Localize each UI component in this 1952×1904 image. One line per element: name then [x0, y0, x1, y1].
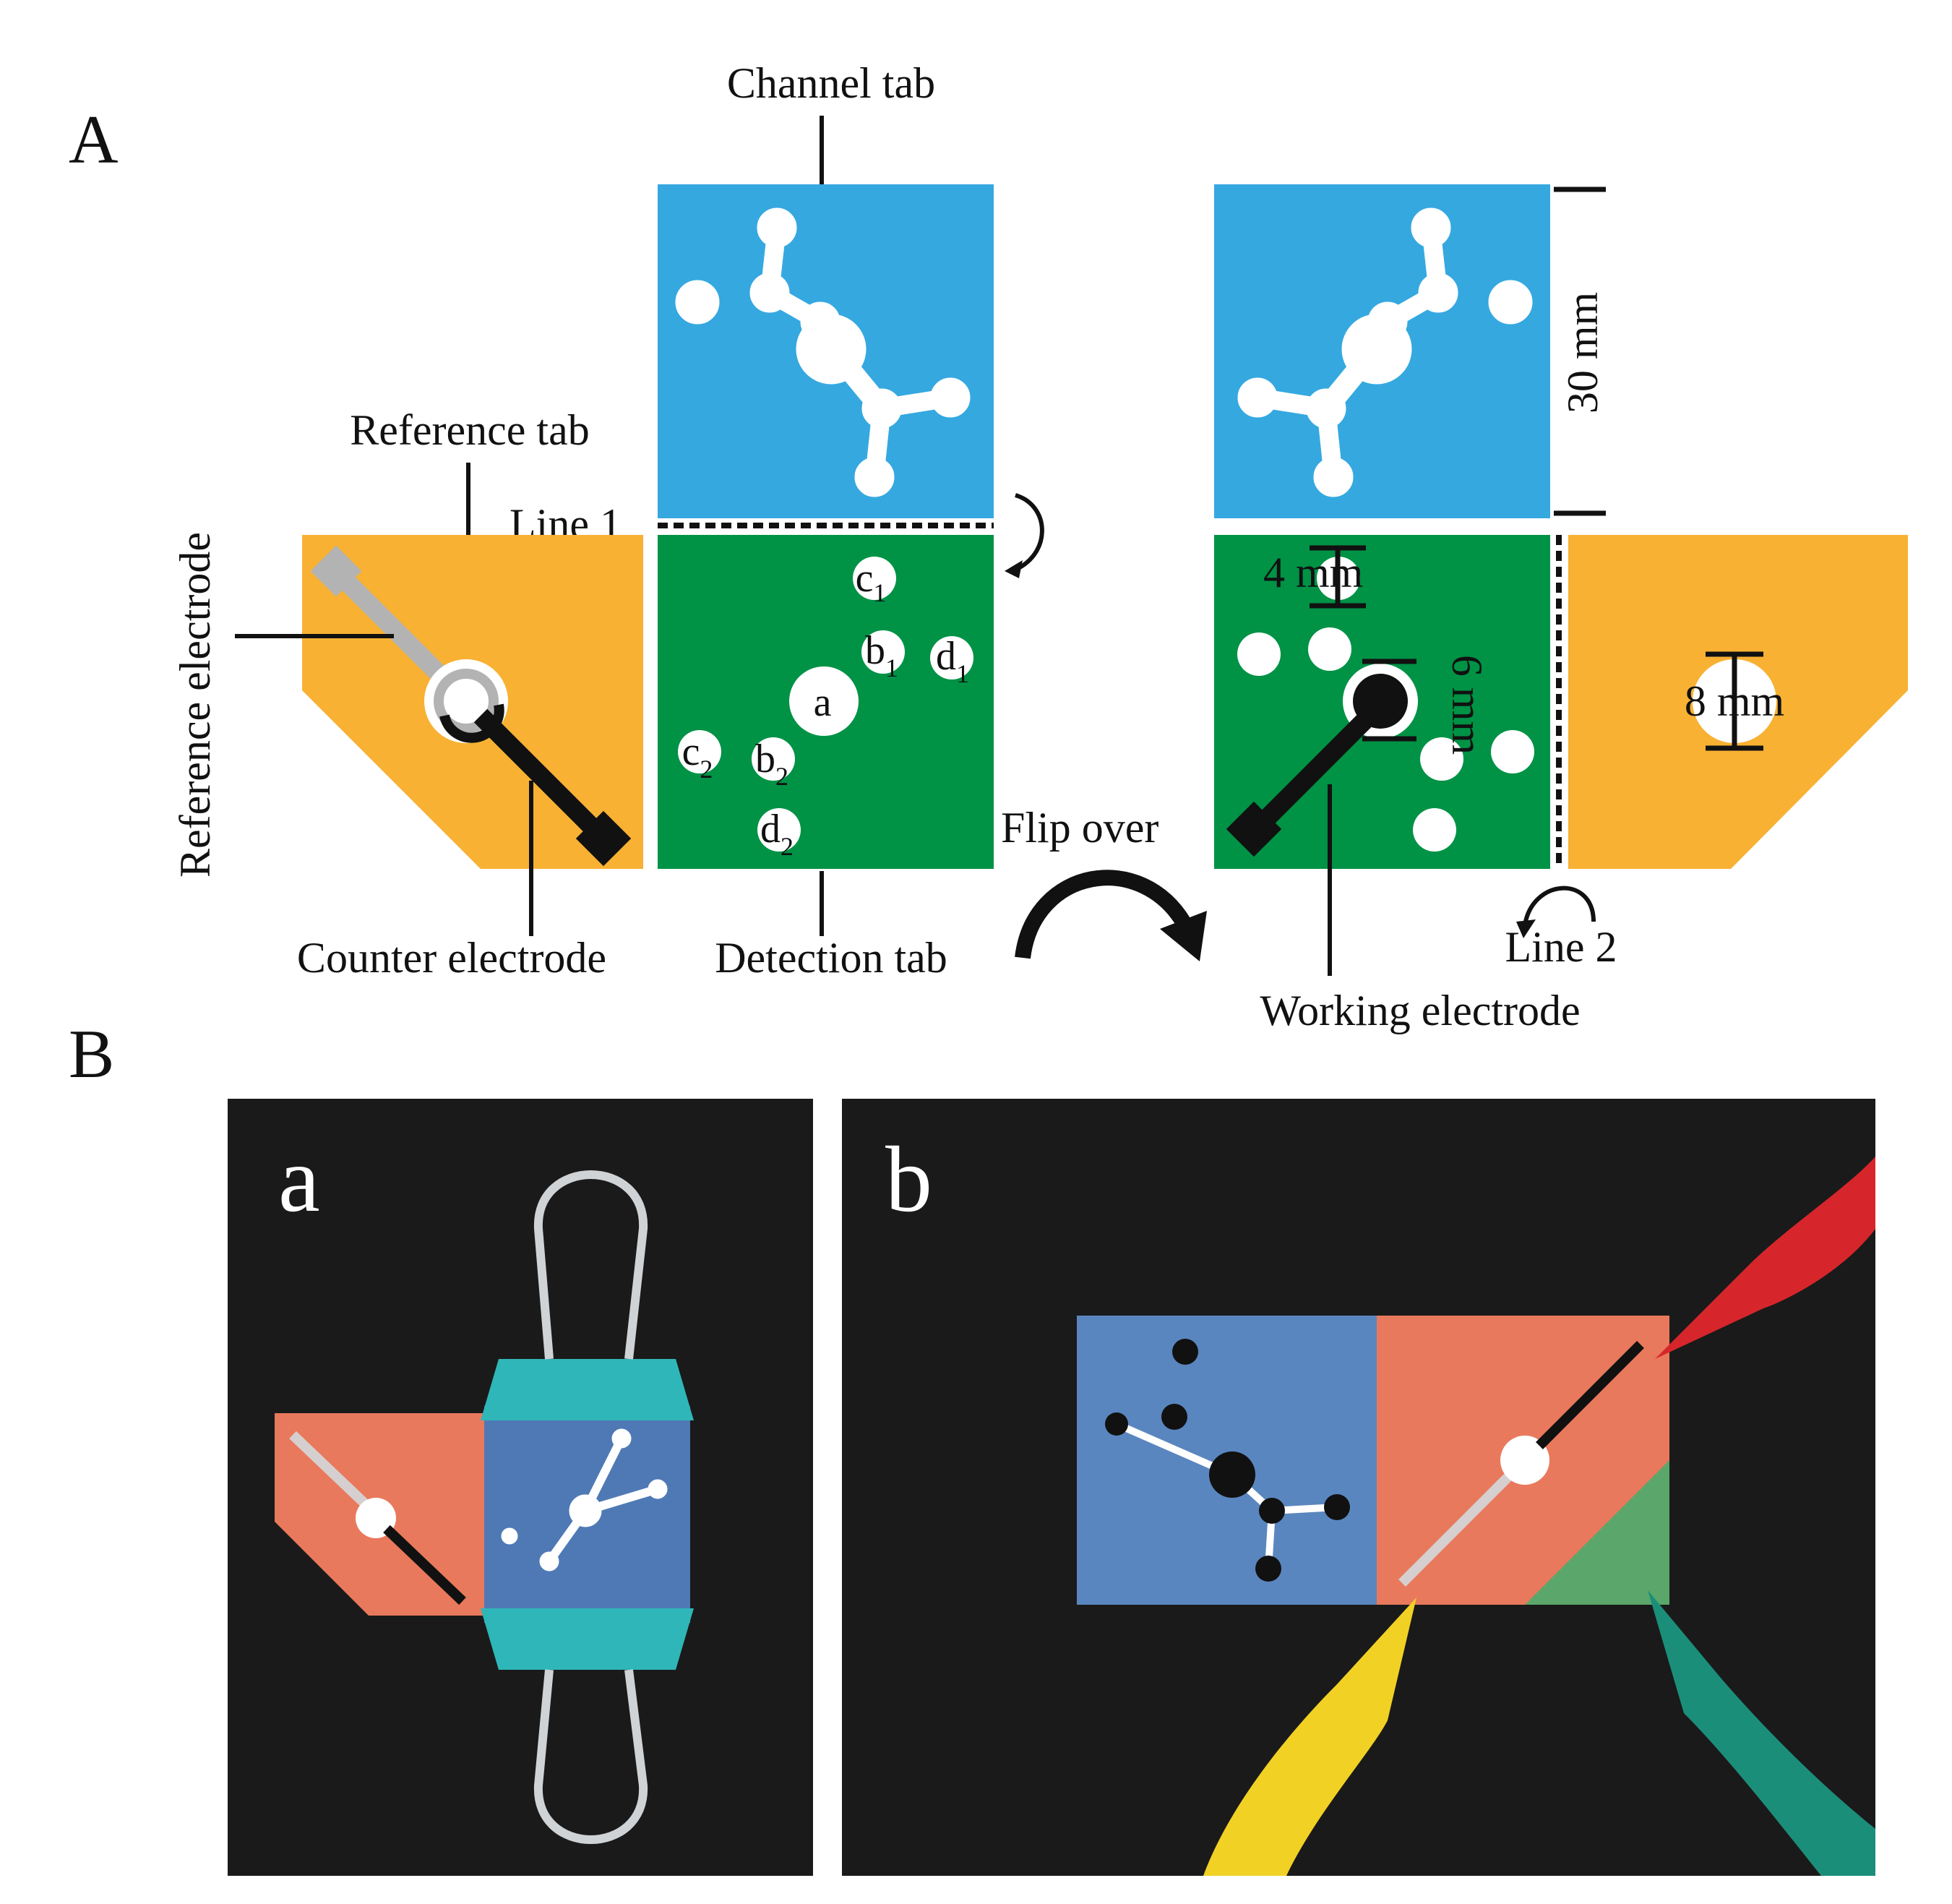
- zone-d1-label: d1: [936, 634, 969, 688]
- channel-pattern: [675, 207, 971, 497]
- photo-b-well: [1500, 1436, 1549, 1485]
- counter-electrode-label: Counter electrode: [297, 934, 606, 982]
- line2-label: Line 2: [1505, 923, 1617, 971]
- photo-b-trace-black: [1536, 1341, 1644, 1449]
- channel-pattern-flipped: [1237, 207, 1533, 497]
- reference-electrode-pad: [310, 545, 362, 597]
- photo-b-red-clip: [1655, 1157, 1875, 1359]
- photo-a-counter-trace: [383, 1525, 466, 1605]
- detection-tab-label: Detection tab: [715, 934, 947, 982]
- zone-a-label: a: [814, 680, 832, 725]
- panel-label-a: A: [69, 101, 119, 178]
- photo-a-top-clip: [481, 1170, 694, 1420]
- panel-label-b: B: [69, 1016, 114, 1092]
- counter-electrode-pad: [575, 810, 632, 867]
- fold-arrowhead-2-icon: [1516, 919, 1536, 938]
- channel-tab-label: Channel tab: [727, 59, 935, 107]
- dim-8-label: 8 mm: [1685, 677, 1784, 725]
- reference-tab-right: 8 mm: [1568, 535, 1908, 869]
- dim-4-label: 4 mm: [1263, 549, 1363, 596]
- working-electrode-trace: [1250, 708, 1377, 835]
- photo-a-bottom-clip: [481, 1608, 694, 1844]
- photo-a-reference-well: [356, 1498, 396, 1538]
- fold-arrow-icon: [1010, 493, 1044, 573]
- working-electrode-pad: [1226, 801, 1282, 857]
- zone-c1-label: c1: [856, 556, 887, 607]
- channel-tab-left: [658, 184, 994, 518]
- detection-tab-right: 4 mm 6 mm: [1214, 535, 1550, 869]
- reference-tab-label: Reference tab: [350, 406, 589, 454]
- photo-a-label: a: [278, 1128, 320, 1232]
- flip-over-label: Flip over: [1001, 804, 1158, 852]
- zone-c2-label: c2: [682, 729, 713, 784]
- photo-b-green-clip: [1648, 1590, 1875, 1876]
- reference-ring: [434, 669, 499, 734]
- flip-arrowhead-icon: [1160, 911, 1207, 961]
- photo-b-yellow-clip: [1203, 1598, 1416, 1876]
- reference-tab-left: [302, 535, 643, 869]
- dim-30-label: 30 mm: [1559, 292, 1607, 413]
- photo-a-reference-trace: [289, 1431, 372, 1511]
- counter-electrode-trace: [473, 708, 611, 846]
- dim-6-label: 6 mm: [1443, 655, 1491, 755]
- zone-b2-label: b2: [755, 737, 788, 791]
- photo-b-trace-grey: [1398, 1471, 1514, 1587]
- channel-tab-right: [1214, 184, 1550, 518]
- reference-electrode-trace: [329, 564, 455, 690]
- working-electrode-label: Working electrode: [1260, 987, 1580, 1034]
- detection-tab-left: a c1 b1 d1 c2 b2 d2: [658, 535, 994, 869]
- photo-b-channel-pattern: [1105, 1339, 1350, 1582]
- photo-b: b: [842, 1099, 1875, 1876]
- photo-a: a: [228, 1099, 813, 1876]
- photo-a-channel-pattern: [501, 1428, 668, 1571]
- detection-zones: [678, 557, 973, 852]
- flip-arrow-icon: [1015, 870, 1192, 959]
- fold-arrowhead-icon: [1005, 560, 1023, 578]
- photo-b-reference-paper: [1525, 1460, 1669, 1605]
- counter-ring: [439, 703, 504, 743]
- fold-arrow-2-icon: [1523, 885, 1596, 926]
- photo-b-label: b: [885, 1128, 932, 1232]
- reference-electrode-label: Reference electrode: [171, 532, 219, 878]
- zone-b1-label: b1: [865, 628, 898, 682]
- zone-d2-label: d2: [760, 807, 794, 861]
